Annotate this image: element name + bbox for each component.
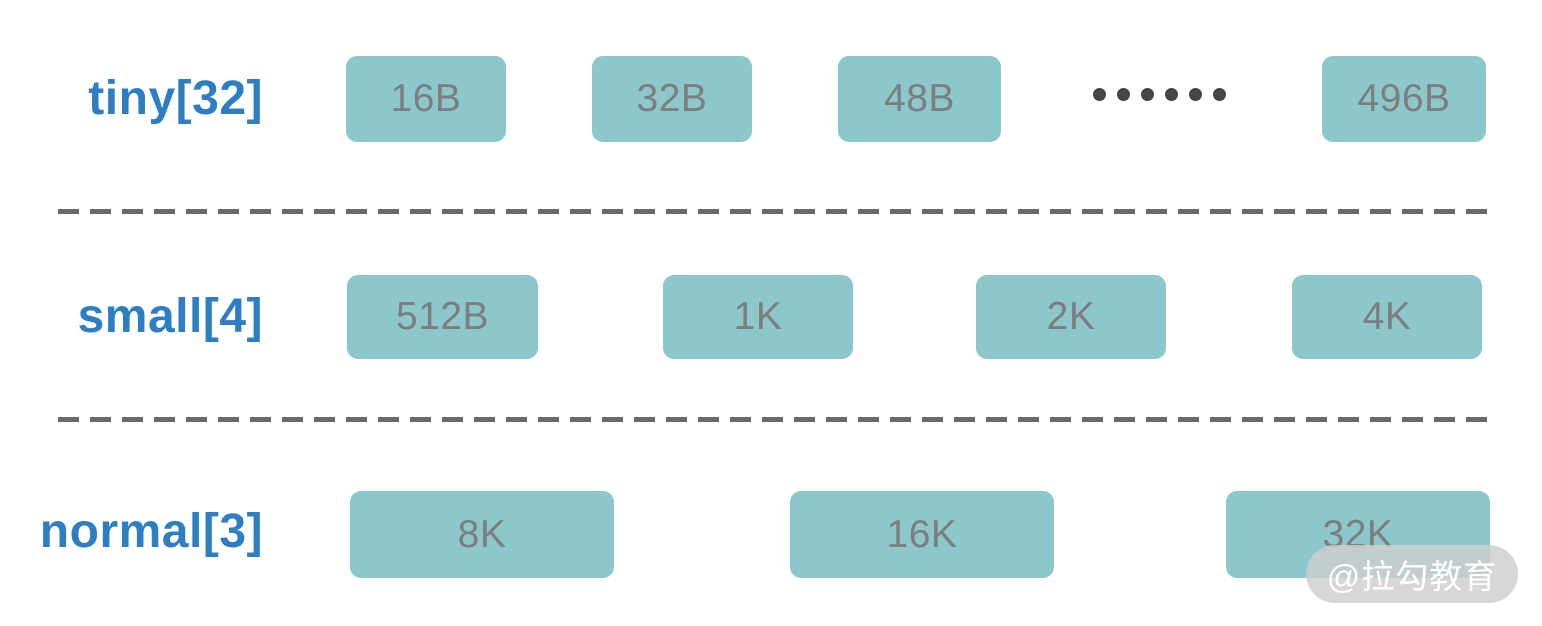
row-label-normal: normal[3]	[39, 505, 263, 558]
size-box-48b: 48B	[838, 56, 1001, 142]
dashed-divider-bottom	[58, 417, 1490, 422]
size-box-4k: 4K	[1292, 275, 1482, 359]
ellipsis-icon	[1093, 88, 1226, 101]
watermark-badge: @拉勾教育	[1306, 545, 1518, 603]
size-box-512b: 512B	[347, 275, 538, 359]
size-box-32b: 32B	[592, 56, 752, 142]
size-box-8k: 8K	[350, 491, 614, 578]
row-label-small: small[4]	[77, 290, 263, 343]
dashed-divider-top	[58, 209, 1490, 214]
dot-icon	[1141, 88, 1154, 101]
size-box-1k: 1K	[663, 275, 853, 359]
dot-icon	[1165, 88, 1178, 101]
dot-icon	[1093, 88, 1106, 101]
size-box-16b: 16B	[346, 56, 506, 142]
row-label-tiny: tiny[32]	[88, 72, 263, 125]
dot-icon	[1213, 88, 1226, 101]
size-box-496b: 496B	[1322, 56, 1486, 142]
dot-icon	[1117, 88, 1130, 101]
dot-icon	[1189, 88, 1202, 101]
watermark-text: @拉勾教育	[1326, 558, 1498, 595]
size-box-16k: 16K	[790, 491, 1054, 578]
size-box-2k: 2K	[976, 275, 1166, 359]
